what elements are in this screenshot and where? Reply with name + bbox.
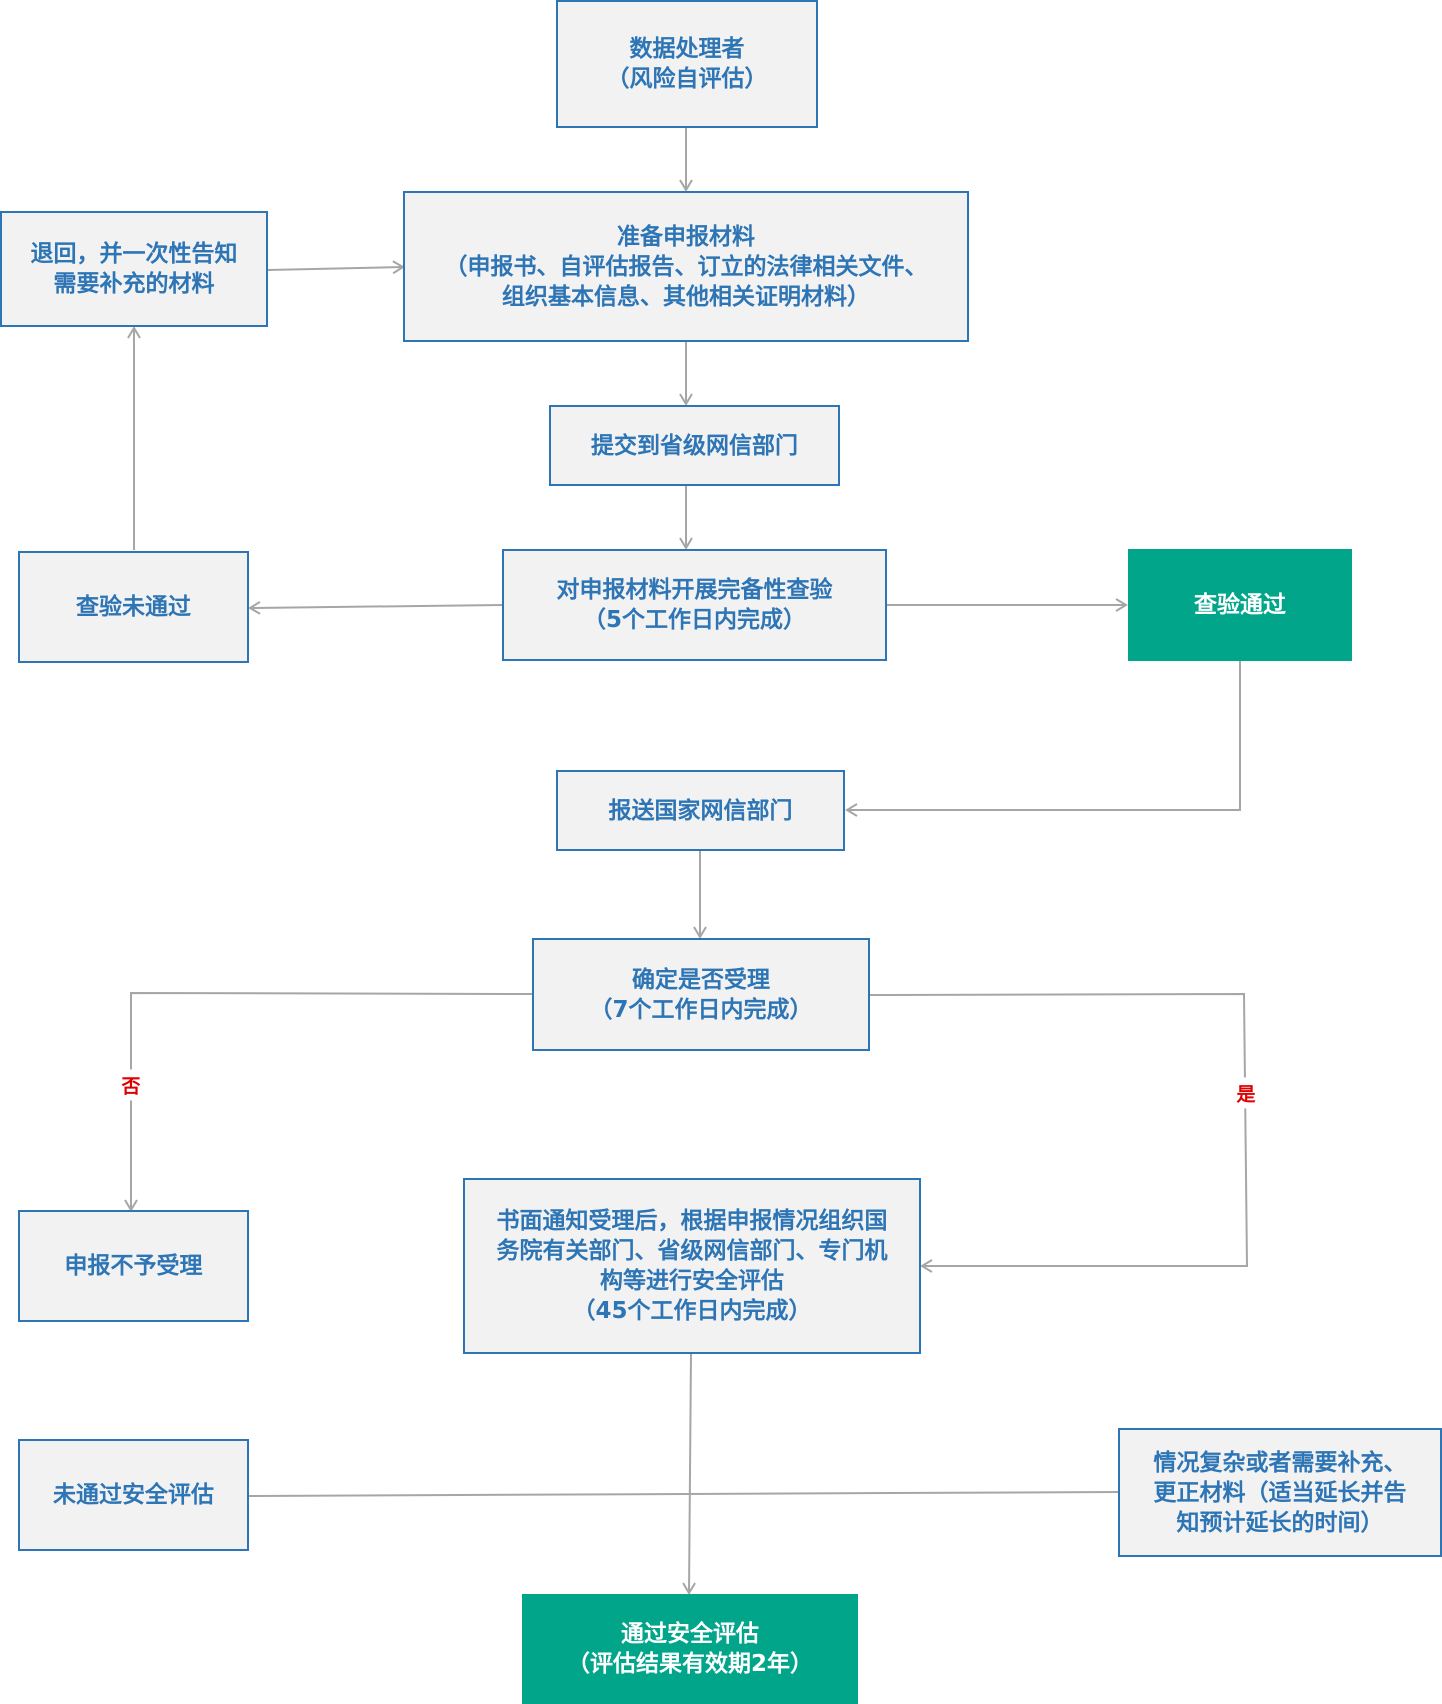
node-accept-note: （7个工作日内完成） [589,996,813,1023]
node-completeness-check: 对申报材料开展完备性查验 （5个工作日内完成） [502,549,887,661]
node-complex-line-3: 知预计延长的时间） [1176,1509,1384,1536]
node-check-title: 对申报材料开展完备性查验 [556,577,833,603]
node-submit-provincial-title: 提交到省级网信部门 [591,432,798,459]
arrow-return-to-prepare [267,260,405,275]
node-acceptance-decision: 确定是否受理 （7个工作日内完成） [532,938,870,1051]
node-complex-line-1: 情况复杂或者需要补充、 [1153,1449,1407,1476]
node-prepare-materials: 准备申报材料 （申报书、自评估报告、订立的法律相关文件、 组织基本信息、其他相关… [403,191,969,342]
node-security-assessment: 书面通知受理后，根据申报情况组织国 务院有关部门、省级网信部门、专门机 构等进行… [463,1178,921,1354]
branch-label-no: 否 [117,1069,145,1101]
node-assessment-failed: 未通过安全评估 [18,1439,249,1551]
arrow-accept-yes-to-assess [869,992,1249,1273]
node-reject: 申报不予受理 [18,1210,249,1322]
arrow-pass-to-national [845,661,1241,817]
node-prepare-note-1: （申报书、自评估报告、订立的法律相关文件、 [444,253,928,280]
node-accept-title: 确定是否受理 [632,966,770,993]
node-return: 退回，并一次性告知 需要补充的材料 [0,211,268,327]
branch-label-yes: 是 [1232,1077,1260,1109]
node-return-line-1: 退回，并一次性告知 [30,241,238,267]
arrow-accept-no-to-reject [124,991,533,1212]
node-fail-assess-title: 未通过安全评估 [53,1482,214,1508]
node-submit-national: 报送国家网信部门 [556,770,845,851]
node-assess-line-2: 务院有关部门、省级网信部门、专门机 [496,1238,888,1264]
node-check-pass: 查验通过 [1128,549,1352,661]
node-processor-title: 数据处理者 [629,36,745,62]
node-reject-title: 申报不予受理 [64,1253,203,1279]
node-assess-line-4: （45个工作日内完成） [572,1298,812,1324]
node-assess-line-1: 书面通知受理后，根据申报情况组织国 [496,1208,888,1234]
node-complex-line-2: 更正材料（适当延长并告 [1153,1479,1407,1506]
node-check-fail-title: 查验未通过 [76,594,191,620]
node-check-pass-title: 查验通过 [1194,592,1286,618]
node-prepare-note-2: 组织基本信息、其他相关证明材料） [502,283,870,310]
connector-fail-to-complex [248,1491,1119,1497]
node-check-note: （5个工作日内完成） [582,607,806,633]
arrow-check-to-fail [248,601,503,615]
node-return-line-2: 需要补充的材料 [53,271,215,297]
node-prepare-title: 准备申报材料 [617,223,755,250]
node-pass-assess-title: 通过安全评估 [621,1621,759,1647]
node-pass-assess-note: （评估结果有效期2年） [566,1651,813,1677]
node-assess-line-3: 构等进行安全评估 [600,1268,784,1294]
node-complex-case: 情况复杂或者需要补充、 更正材料（适当延长并告 知预计延长的时间） [1118,1428,1442,1557]
node-processor: 数据处理者 （风险自评估） [556,0,818,128]
arrow-assess-to-pass [682,1352,696,1595]
node-check-fail: 查验未通过 [18,551,249,663]
node-submit-provincial: 提交到省级网信部门 [549,405,840,486]
node-assessment-passed: 通过安全评估 （评估结果有效期2年） [522,1594,858,1704]
node-submit-national-title: 报送国家网信部门 [608,797,793,824]
node-processor-note: （风险自评估） [606,66,768,92]
